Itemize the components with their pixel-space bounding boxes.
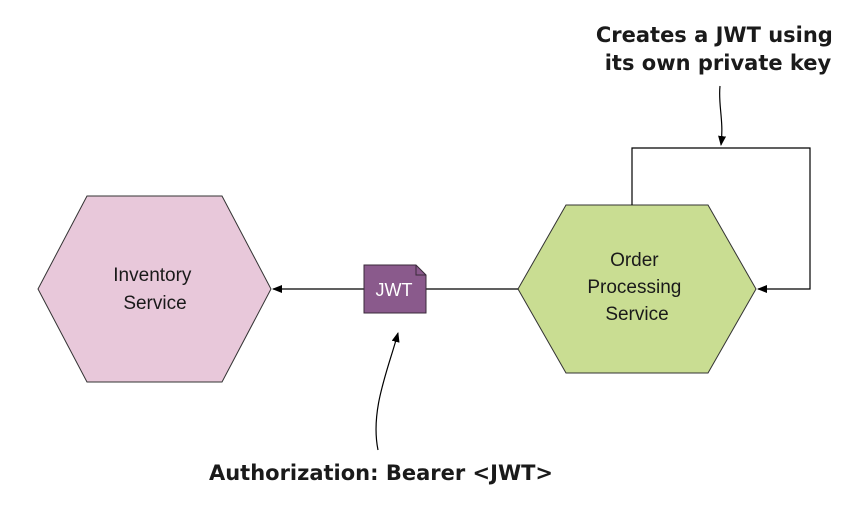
authorization-annotation-pointer bbox=[375, 332, 400, 451]
self-loop-arrow bbox=[631, 147, 811, 293]
inventory-service-hexagon bbox=[37, 195, 272, 383]
order-processing-label-line3: Service bbox=[605, 304, 668, 325]
create-jwt-annotation-line2: its own private key bbox=[605, 51, 832, 75]
inventory-service-label-line1: Inventory bbox=[113, 265, 192, 286]
create-annotation-pointer bbox=[718, 85, 727, 146]
svg-text:Inventory Service: Inventory Service bbox=[113, 265, 196, 314]
jwt-token-label: JWT bbox=[376, 280, 413, 300]
svg-text:Order Processing S: Order Processing Service bbox=[587, 250, 686, 325]
create-jwt-annotation-line1: Creates a JWT using bbox=[596, 23, 833, 47]
create-jwt-annotation: Creates a JWT using its own private key bbox=[596, 23, 840, 75]
jwt-token: JWT bbox=[363, 264, 427, 314]
order-processing-service-node: Order Processing Service bbox=[517, 204, 757, 374]
order-processing-label-line2: Processing bbox=[587, 277, 681, 298]
authorization-header-annotation: Authorization: Bearer <JWT> bbox=[209, 461, 553, 485]
jwt-document-fold bbox=[415, 265, 426, 276]
jwt-document-icon bbox=[363, 264, 427, 314]
inventory-service-node: Inventory Service bbox=[37, 195, 272, 383]
inventory-service-label-line2: Service bbox=[123, 293, 186, 314]
order-processing-label-line1: Order bbox=[610, 250, 659, 271]
